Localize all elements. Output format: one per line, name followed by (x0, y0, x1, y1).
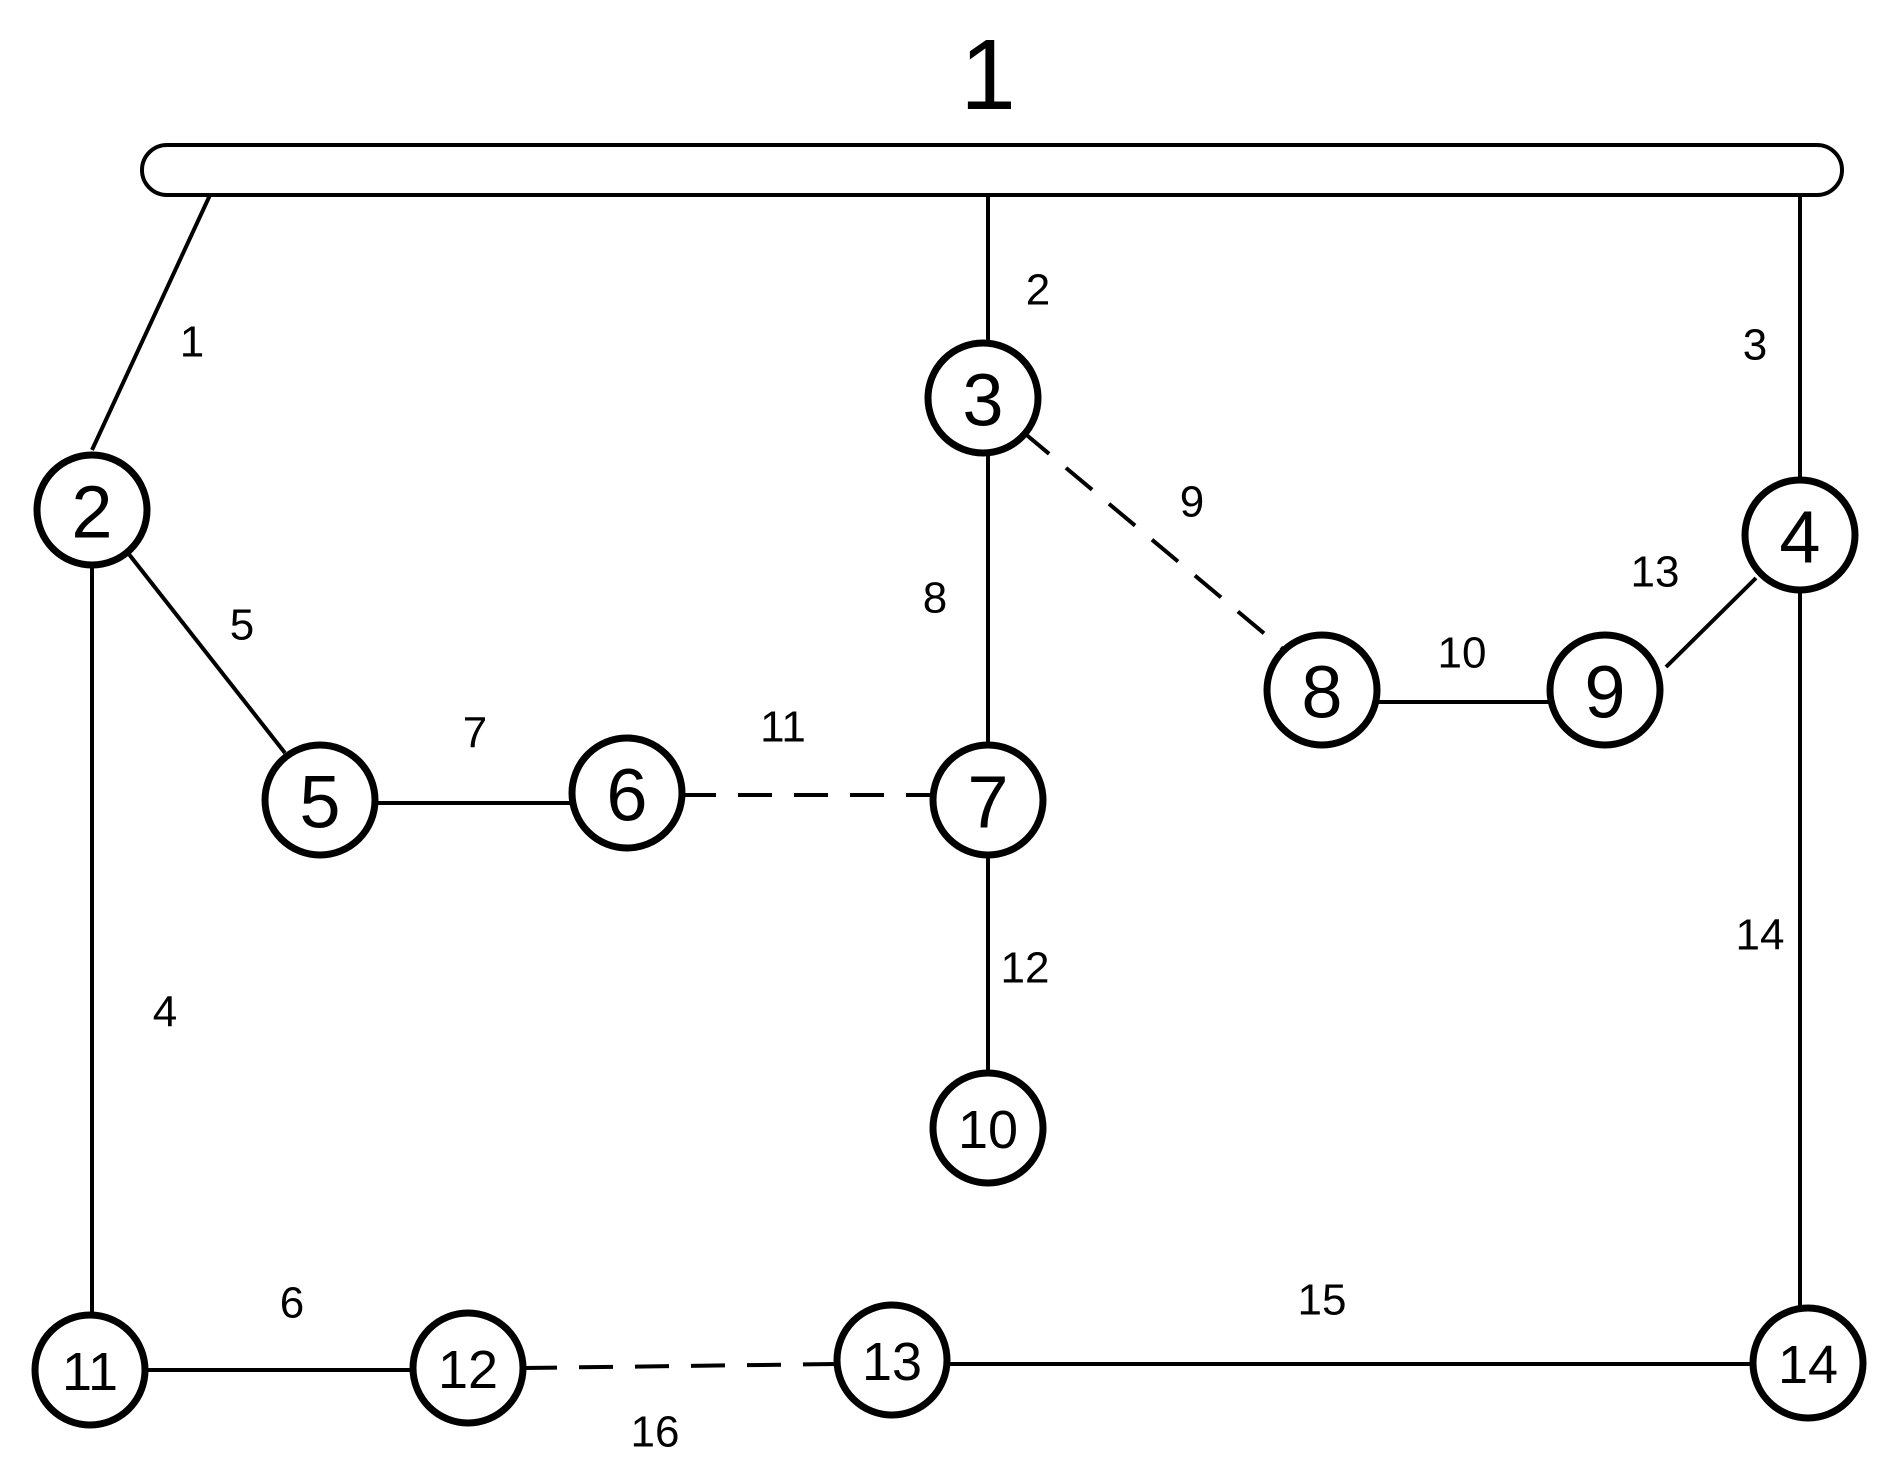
node-circle-5 (261, 741, 379, 859)
branch-label-7: 7 (463, 709, 487, 758)
branch-label-10: 10 (1438, 629, 1487, 678)
branch-label-9: 9 (1180, 478, 1204, 527)
bus-bar-1 (140, 143, 1844, 197)
node-label-5: 5 (299, 761, 340, 844)
node-9: 9 (1546, 631, 1664, 749)
node-circle-6 (568, 734, 686, 852)
node-label-9: 9 (1584, 651, 1625, 734)
branch-label-13: 13 (1631, 548, 1680, 597)
node-label-13: 13 (862, 1332, 922, 1392)
node-label-6: 6 (606, 754, 647, 837)
node-circle-10 (929, 1069, 1047, 1187)
node-10: 10 (929, 1069, 1047, 1187)
node-6: 6 (568, 734, 686, 852)
branch-label-1: 1 (180, 318, 204, 367)
node-3: 3 (924, 339, 1042, 457)
node-7: 7 (929, 741, 1047, 859)
branch-label-15: 15 (1298, 1276, 1347, 1325)
node-label-3: 3 (962, 359, 1003, 442)
branch-label-2: 2 (1026, 266, 1050, 315)
branch-line-1 (90, 194, 212, 451)
node-label-12: 12 (438, 1340, 498, 1400)
node-label-10: 10 (958, 1100, 1018, 1160)
node-circle-12 (409, 1309, 527, 1427)
branch-label-6: 6 (280, 1279, 304, 1328)
node-circle-8 (1263, 631, 1381, 749)
branch-label-16: 16 (631, 1408, 680, 1457)
node-label-14: 14 (1778, 1335, 1838, 1395)
branch-label-8: 8 (923, 574, 947, 623)
branch-line-13 (1664, 576, 1758, 669)
branch-label-12: 12 (1001, 944, 1050, 993)
node-circle-9 (1546, 631, 1664, 749)
node-12: 12 (409, 1309, 527, 1427)
node-8: 8 (1263, 631, 1381, 749)
branch-label-3: 3 (1743, 321, 1767, 370)
node-circle-13 (833, 1301, 951, 1419)
bus-label-1: 1 (960, 19, 1016, 131)
branch-label-14: 14 (1736, 911, 1785, 960)
node-circle-14 (1749, 1304, 1867, 1422)
node-14: 14 (1749, 1304, 1867, 1422)
node-4: 4 (1741, 476, 1859, 594)
branch-line-9 (1021, 430, 1286, 652)
branch-label-4: 4 (153, 988, 177, 1037)
node-5: 5 (261, 741, 379, 859)
node-label-7: 7 (967, 761, 1008, 844)
node-11: 11 (31, 1311, 149, 1429)
node-label-2: 2 (71, 471, 112, 554)
node-13: 13 (833, 1301, 951, 1419)
branch-line-16 (522, 1362, 838, 1370)
node-circle-4 (1741, 476, 1859, 594)
node-label-11: 11 (62, 1342, 118, 1402)
branch-label-11: 11 (760, 703, 806, 752)
branches-layer (90, 194, 1802, 1372)
node-label-4: 4 (1779, 496, 1820, 579)
node-circle-3 (924, 339, 1042, 457)
node-2: 2 (33, 451, 151, 569)
node-label-8: 8 (1301, 651, 1342, 734)
branch-label-5: 5 (230, 601, 254, 650)
node-circle-7 (929, 741, 1047, 859)
node-circle-11 (31, 1311, 149, 1429)
nodes-layer: 2 3 4 5 6 7 8 9 10 11 12 13 14 (31, 339, 1867, 1429)
branch-line-5 (126, 551, 287, 755)
node-circle-2 (33, 451, 151, 569)
